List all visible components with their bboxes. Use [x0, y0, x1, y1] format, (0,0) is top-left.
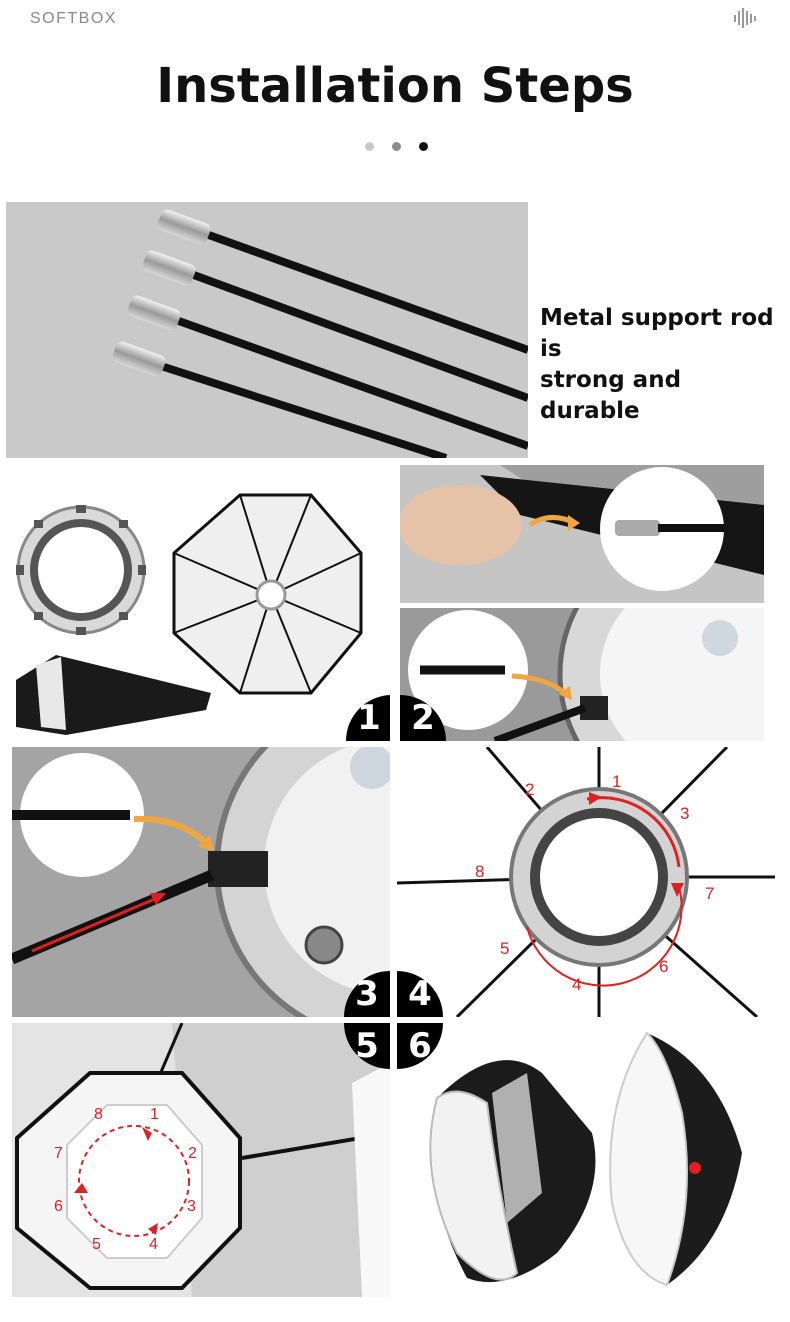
octagon-number-7: 7	[54, 1145, 63, 1162]
step1-parts-image: 1	[6, 465, 390, 741]
carousel-dot-2[interactable]	[392, 142, 401, 151]
step3-insert-image: 3	[12, 747, 390, 1017]
step2-hand-image	[400, 465, 764, 603]
ring-number-7: 7	[705, 884, 715, 903]
caption-line-1: Metal support rod is	[540, 305, 774, 362]
brand-label: SOFTBOX	[30, 10, 117, 27]
ring-number-1: 1	[612, 772, 622, 791]
octagon-number-6: 6	[54, 1198, 63, 1215]
page-title: Installation Steps	[156, 58, 634, 114]
carousel-dot-1[interactable]	[365, 142, 374, 151]
octagon-number-8: 8	[94, 1106, 103, 1123]
caption-line-2: strong and durable	[540, 367, 682, 424]
octagon-number-1: 1	[150, 1106, 159, 1123]
step5-octagon-image: 8 1 2 3 4 5 6 7 5	[12, 1023, 390, 1297]
octagon-number-2: 2	[188, 1145, 197, 1162]
octagon-number-3: 3	[187, 1198, 196, 1215]
ring-number-4: 4	[572, 975, 582, 994]
ring-number-8: 8	[475, 862, 485, 881]
ring-number-2: 2	[525, 780, 535, 799]
rods-image	[6, 202, 528, 458]
carousel-dots	[365, 142, 435, 154]
ring-number-3: 3	[680, 804, 690, 823]
ring-number-5: 5	[500, 939, 510, 958]
sound-wave-icon[interactable]	[733, 8, 757, 28]
step2-ring-image: 2	[400, 608, 764, 741]
carousel-dot-3[interactable]	[419, 142, 428, 151]
octagon-number-4: 4	[149, 1236, 158, 1253]
ring-number-6: 6	[659, 957, 669, 976]
step-badge-1: 1	[346, 695, 390, 741]
rods-caption: Metal support rod is strong and durable	[540, 303, 780, 427]
step6-assembled-image: 6	[397, 1023, 775, 1297]
step4-ring-order-image: 1 2 3 4 5 6 7 8 4	[397, 747, 775, 1017]
octagon-number-5: 5	[92, 1236, 101, 1253]
